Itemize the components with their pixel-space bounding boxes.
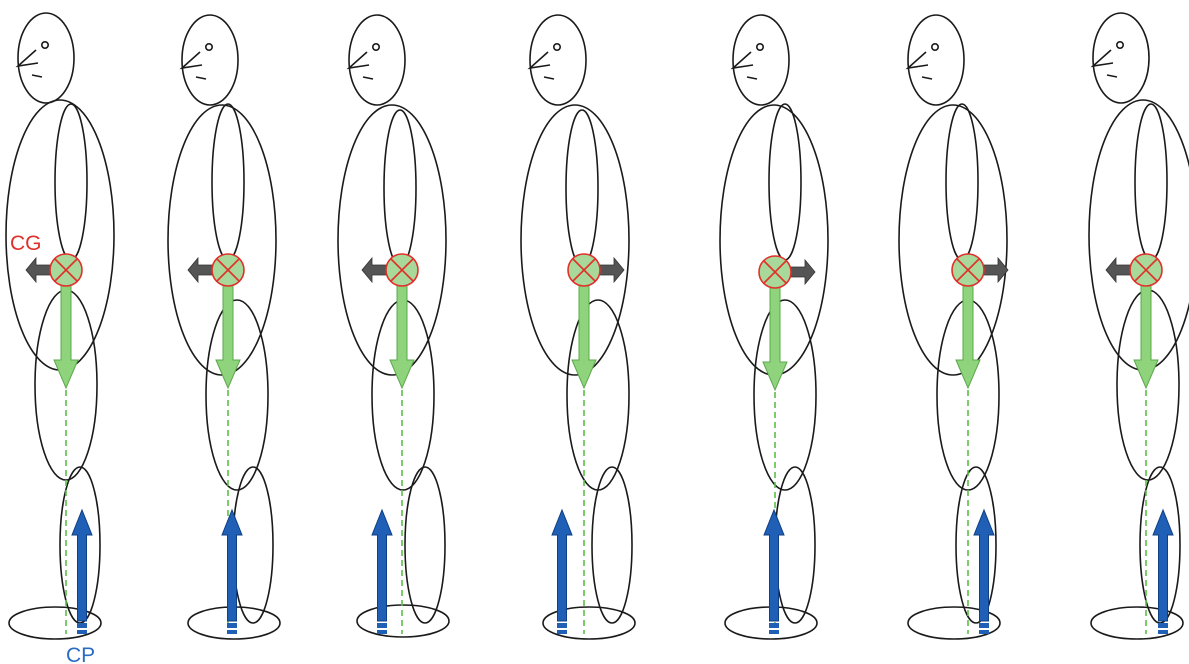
- nose: [530, 52, 550, 68]
- arm: [566, 110, 598, 266]
- gravity-arrow: [54, 282, 78, 388]
- arm: [55, 104, 87, 260]
- gravity-arrow: [390, 282, 414, 388]
- horizontal-force-arrow: [188, 258, 212, 282]
- gravity-arrow: [216, 282, 240, 388]
- figure-5: [720, 15, 828, 639]
- nose: [733, 52, 753, 68]
- nose: [18, 50, 38, 66]
- cg-label: CG: [10, 232, 42, 255]
- cp-marker: [557, 623, 567, 628]
- cp-marker: [377, 623, 387, 628]
- horizontal-force-arrow: [600, 258, 624, 282]
- cp-arrow: [222, 510, 242, 621]
- eye: [42, 42, 48, 48]
- mouth: [32, 75, 42, 77]
- figure-2: [168, 15, 280, 639]
- gravity-arrow: [572, 282, 596, 388]
- arm: [1135, 104, 1167, 260]
- eye: [373, 44, 379, 50]
- figures-layer: [6, 13, 1189, 639]
- cp-marker: [557, 630, 567, 634]
- arm: [946, 104, 978, 260]
- arm: [769, 104, 801, 260]
- cp-arrow: [372, 510, 392, 621]
- thigh: [567, 300, 629, 490]
- trunk: [338, 105, 446, 375]
- gravity-arrow: [1134, 282, 1158, 388]
- figure-7: [1089, 13, 1189, 639]
- gravity-arrow: [956, 282, 980, 388]
- cp-arrow: [552, 510, 572, 621]
- shin: [956, 467, 996, 623]
- mouth: [747, 77, 757, 79]
- trunk: [899, 105, 1007, 375]
- trunk: [521, 105, 629, 375]
- shin: [405, 467, 445, 623]
- foot: [9, 607, 101, 639]
- eye: [1117, 42, 1123, 48]
- mouth: [544, 77, 554, 79]
- foot: [357, 605, 449, 637]
- foot: [1091, 607, 1183, 639]
- cp-marker: [227, 630, 237, 634]
- nose: [1093, 50, 1113, 66]
- horizontal-force-arrow: [26, 258, 50, 282]
- horizontal-force-arrow: [1106, 258, 1130, 282]
- cp-marker: [77, 630, 87, 634]
- thigh: [754, 300, 816, 490]
- thigh: [206, 300, 268, 490]
- eye: [206, 44, 212, 50]
- shin: [775, 467, 815, 623]
- horizontal-force-arrow: [791, 260, 815, 284]
- arm: [212, 104, 244, 260]
- cp-marker: [979, 623, 989, 628]
- arm: [384, 110, 416, 266]
- figure-4: [521, 15, 635, 639]
- cp-arrow: [72, 510, 92, 621]
- mouth: [922, 77, 932, 79]
- cp-marker: [227, 623, 237, 628]
- eye: [554, 44, 560, 50]
- cp-marker: [1158, 623, 1168, 628]
- nose: [349, 52, 369, 68]
- figure-1: [6, 13, 114, 639]
- cp-arrow: [1153, 510, 1173, 621]
- figure-6: [899, 15, 1008, 639]
- mouth: [363, 77, 373, 79]
- cp-marker: [77, 623, 87, 628]
- eye: [757, 44, 763, 50]
- cp-marker: [769, 630, 779, 634]
- mouth: [1107, 75, 1117, 77]
- mouth: [196, 77, 206, 79]
- cp-arrow: [764, 510, 784, 621]
- figure-3: [338, 15, 449, 637]
- cp-marker: [1158, 630, 1168, 634]
- nose: [182, 52, 202, 68]
- eye: [932, 44, 938, 50]
- cp-marker: [979, 630, 989, 634]
- horizontal-force-arrow: [362, 258, 386, 282]
- cp-arrow: [974, 510, 994, 621]
- cp-marker: [769, 623, 779, 628]
- nose: [908, 52, 928, 68]
- cp-label: CP: [66, 644, 95, 664]
- trunk: [168, 105, 276, 375]
- foot: [543, 607, 635, 639]
- cp-marker: [377, 630, 387, 634]
